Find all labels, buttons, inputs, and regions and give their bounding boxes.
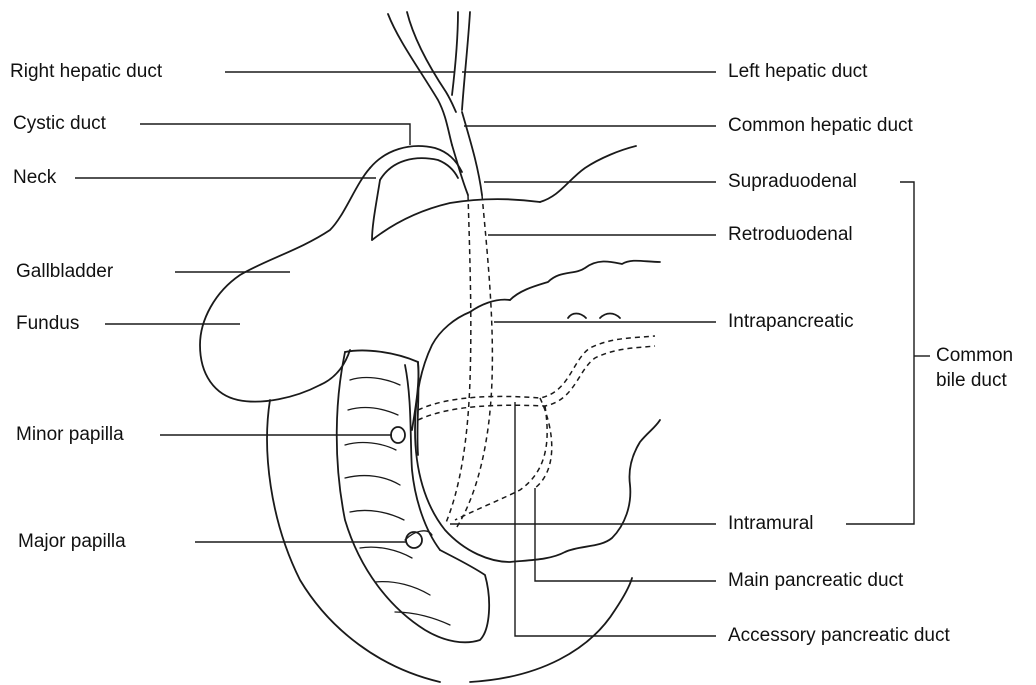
label-neck: Neck — [13, 167, 56, 189]
hepatic-ducts — [388, 12, 482, 195]
label-cystic-duct: Cystic duct — [13, 113, 106, 135]
label-major-papilla: Major papilla — [18, 531, 126, 553]
label-supraduodenal: Supraduodenal — [728, 171, 857, 193]
leader-lines-right — [450, 72, 716, 636]
duodenum — [337, 350, 489, 642]
pancreas — [415, 261, 660, 562]
label-intrapancreatic: Intrapancreatic — [728, 311, 854, 333]
label-common-hepatic-duct: Common hepatic duct — [728, 115, 913, 137]
label-minor-papilla: Minor papilla — [16, 424, 124, 446]
label-right-hepatic-duct: Right hepatic duct — [10, 61, 162, 83]
minor-papilla-mark — [391, 427, 405, 443]
label-intramural: Intramural — [728, 513, 814, 535]
major-papilla-mark — [406, 532, 422, 548]
common-bile-duct-dashed — [445, 195, 492, 530]
label-left-hepatic-duct: Left hepatic duct — [728, 61, 867, 83]
label-accessory-pancreatic-duct: Accessory pancreatic duct — [728, 625, 950, 647]
pancreatic-ducts-dashed — [418, 336, 655, 520]
label-gallbladder: Gallbladder — [16, 261, 113, 283]
label-main-pancreatic-duct: Main pancreatic duct — [728, 570, 903, 592]
label-fundus: Fundus — [16, 313, 79, 335]
label-common-bile-duct-line1: Common — [936, 345, 1013, 367]
liver-edge — [267, 146, 636, 682]
gallbladder — [200, 146, 540, 402]
leader-lines-left — [75, 72, 455, 542]
label-common-bile-duct-line2: bile duct — [936, 370, 1007, 392]
common-bile-duct-bracket — [846, 182, 930, 524]
label-retroduodenal: Retroduodenal — [728, 224, 853, 246]
